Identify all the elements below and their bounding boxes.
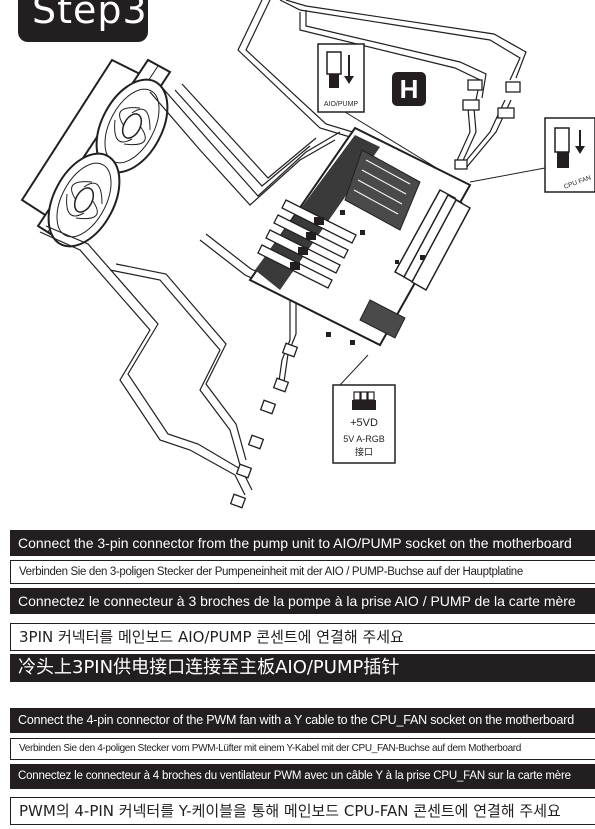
fan-instruction-en: Connect the 4-pin connector of the PWM f… xyxy=(10,708,595,733)
top-cables xyxy=(237,0,527,169)
fan-icon xyxy=(47,152,121,248)
argb-label-cn: 接口 xyxy=(355,446,373,457)
pump-instruction-fr: Connectez le connecteur à 3 broches de l… xyxy=(10,588,595,614)
pump-instruction-ko: 3PIN 커넥터를 메인보드 AIO/PUMP 콘센트에 연결해 주세요 xyxy=(10,623,595,651)
argb-voltage: +5VD xyxy=(350,417,378,429)
aio-pump-label: AIO/PUMP xyxy=(324,101,359,108)
aio-pump-callout: AIO/PUMP xyxy=(317,43,441,171)
cable-connectors xyxy=(229,342,299,509)
pump-instruction-en: Connect the 3-pin connector from the pum… xyxy=(10,530,595,556)
step-title: Step3 xyxy=(18,0,148,42)
argb-callout: +5VD 5V A-RGB 接口 xyxy=(332,354,396,464)
argb-label: 5V A-RGB xyxy=(343,434,385,444)
y-cable-connectors xyxy=(454,79,521,170)
h-marker-label: H xyxy=(400,74,419,104)
fan-instruction-ko: PWM의 4-PIN 커넥터를 Y-케이블을 통해 메인보드 CPU-FAN 콘… xyxy=(10,797,595,825)
motherboard xyxy=(248,126,472,347)
fan-cables xyxy=(39,225,297,496)
h-marker: H xyxy=(392,72,426,106)
coolant-tubes xyxy=(149,83,341,206)
pump-instruction-de: Verbinden Sie den 3-poligen Stecker der … xyxy=(10,560,595,584)
radiator xyxy=(20,58,172,248)
fan-instruction-fr: Connectez le connecteur à 4 broches du v… xyxy=(10,764,595,789)
fan-instruction-de: Verbinden Sie den 4-poligen Stecker vom … xyxy=(10,738,595,760)
installation-illustration: AIO/PUMP H CPU FAN +5VD 5V A-RGB 接口 xyxy=(20,0,595,509)
pump-instruction-zh: 冷头上3PIN供电接口连接至主板AIO/PUMP插针 xyxy=(10,654,595,682)
cpu-fan-callout: CPU FAN xyxy=(469,117,595,193)
